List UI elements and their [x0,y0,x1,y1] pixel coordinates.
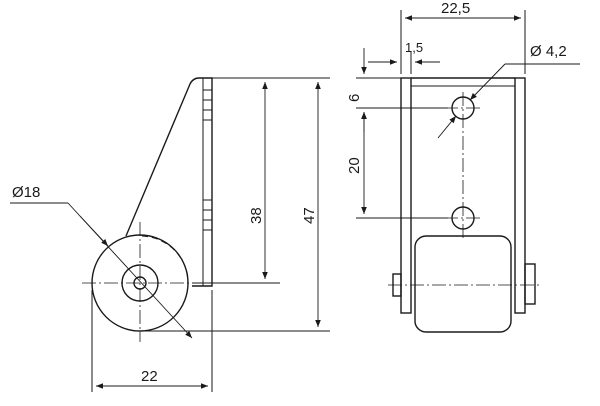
dim22-label: 22 [141,368,158,385]
dia18-label: Ø18 [12,184,40,201]
dim6-label: 6 [346,94,363,102]
bracket-outline [125,77,213,287]
dia4-2-leader-tail [437,115,457,139]
dia4-2-label: Ø 4,2 [530,43,567,60]
dia18-arrow-start [79,215,109,247]
right-side-plate [514,77,526,314]
dim20-label: 20 [346,157,363,174]
wheel-hidden-arc [141,235,189,279]
plate-rivet-marks [203,89,212,231]
side-view: Ø18 38 47 22 [10,77,330,392]
dia4-2-leader [469,63,506,101]
left-side-plate [400,77,412,314]
axle-cap-right [524,263,536,305]
wheel-front [414,235,512,333]
front-view: 22,5 1,5 Ø 4,2 6 20 [346,0,580,333]
dim38-label: 38 [248,207,265,224]
dim22-5-label: 22,5 [441,0,470,17]
dim1-5-label: 1,5 [405,40,423,55]
dim47-label: 47 [301,207,318,224]
